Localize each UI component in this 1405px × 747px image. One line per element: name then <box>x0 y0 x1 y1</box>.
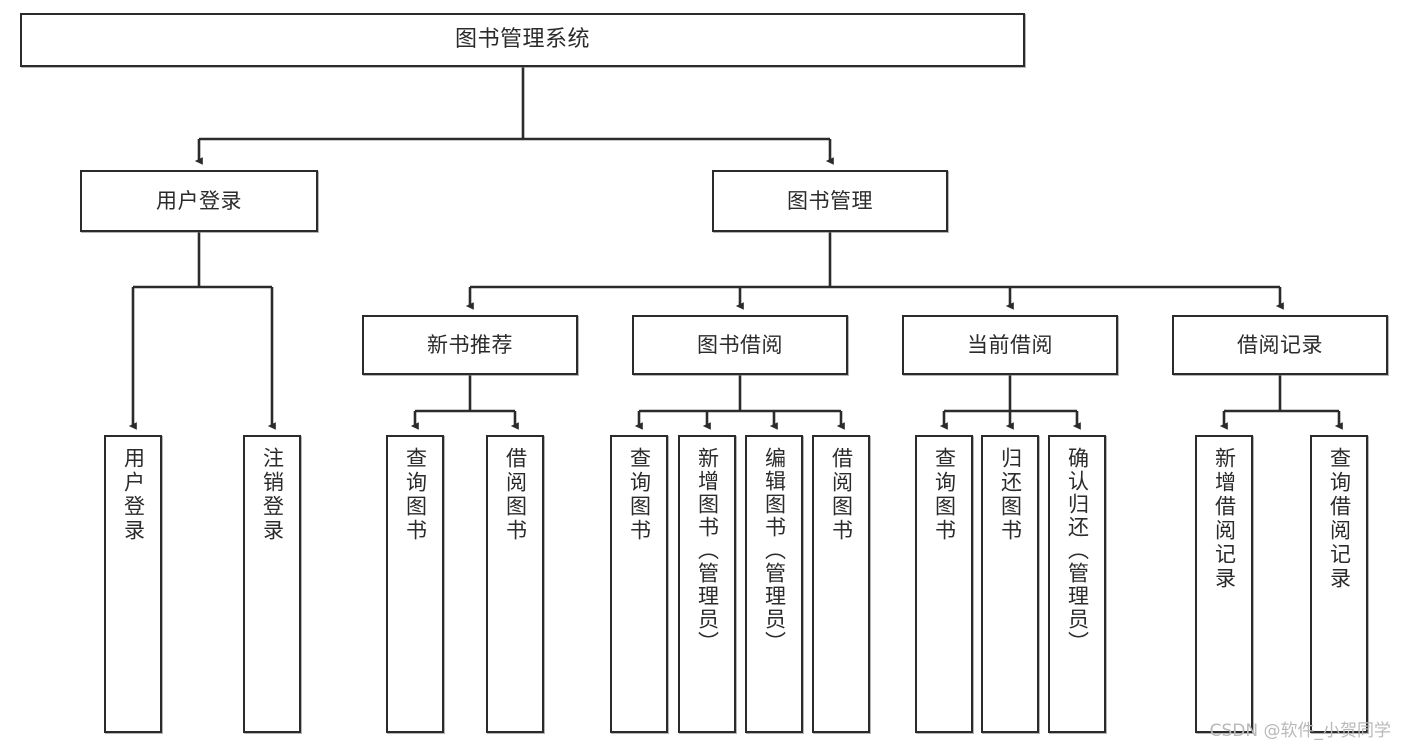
node-l-bo-add[interactable]: 新增图书（管理员） <box>678 435 736 733</box>
node-label: 编辑图书（管理员） <box>762 447 787 654</box>
node-label: 用户登录 <box>121 447 146 543</box>
node-label: 图书管理 <box>787 188 873 213</box>
node-l-bo-query[interactable]: 查询图书 <box>610 435 668 733</box>
node-l-re-add[interactable]: 新增借阅记录 <box>1195 435 1253 733</box>
node-label: 查询图书 <box>932 447 957 543</box>
node-l-re-query[interactable]: 查询借阅记录 <box>1310 435 1368 733</box>
node-label: 归还图书 <box>998 447 1023 543</box>
node-root[interactable]: 图书管理系统 <box>20 13 1025 67</box>
node-l-cu-return[interactable]: 归还图书 <box>981 435 1039 733</box>
node-label: 查询图书 <box>627 447 652 543</box>
node-label: 查询借阅记录 <box>1327 447 1352 591</box>
node-label: 注销登录 <box>260 447 285 543</box>
node-current[interactable]: 当前借阅 <box>902 315 1118 375</box>
node-label: 新增借阅记录 <box>1212 447 1237 591</box>
node-l-logout[interactable]: 注销登录 <box>243 435 301 733</box>
node-l-bo-borrow[interactable]: 借阅图书 <box>812 435 870 733</box>
node-label: 借阅图书 <box>829 447 854 543</box>
node-newbook[interactable]: 新书推荐 <box>362 315 578 375</box>
node-l-cu-confirm[interactable]: 确认归还（管理员） <box>1048 435 1106 733</box>
node-l-cu-query[interactable]: 查询图书 <box>915 435 973 733</box>
node-label: 新增图书（管理员） <box>695 447 720 654</box>
node-label: 当前借阅 <box>967 332 1053 357</box>
node-l-bo-edit[interactable]: 编辑图书（管理员） <box>745 435 803 733</box>
node-label: 查询图书 <box>403 447 428 543</box>
node-records[interactable]: 借阅记录 <box>1172 315 1388 375</box>
watermark-text: CSDN @软件_小贺同学 <box>1209 721 1391 741</box>
node-label: 借阅记录 <box>1237 332 1323 357</box>
node-bookmgmt[interactable]: 图书管理 <box>712 170 948 232</box>
node-label: 图书借阅 <box>697 332 783 357</box>
node-l-nb-query[interactable]: 查询图书 <box>386 435 444 733</box>
node-label: 图书管理系统 <box>454 27 590 53</box>
node-l-login[interactable]: 用户登录 <box>104 435 162 733</box>
node-login[interactable]: 用户登录 <box>80 170 318 232</box>
node-label: 确认归还（管理员） <box>1065 447 1090 654</box>
node-label: 用户登录 <box>156 188 242 213</box>
node-label: 借阅图书 <box>503 447 528 543</box>
node-l-nb-borrow[interactable]: 借阅图书 <box>486 435 544 733</box>
node-borrow[interactable]: 图书借阅 <box>632 315 848 375</box>
node-label: 新书推荐 <box>427 332 513 357</box>
